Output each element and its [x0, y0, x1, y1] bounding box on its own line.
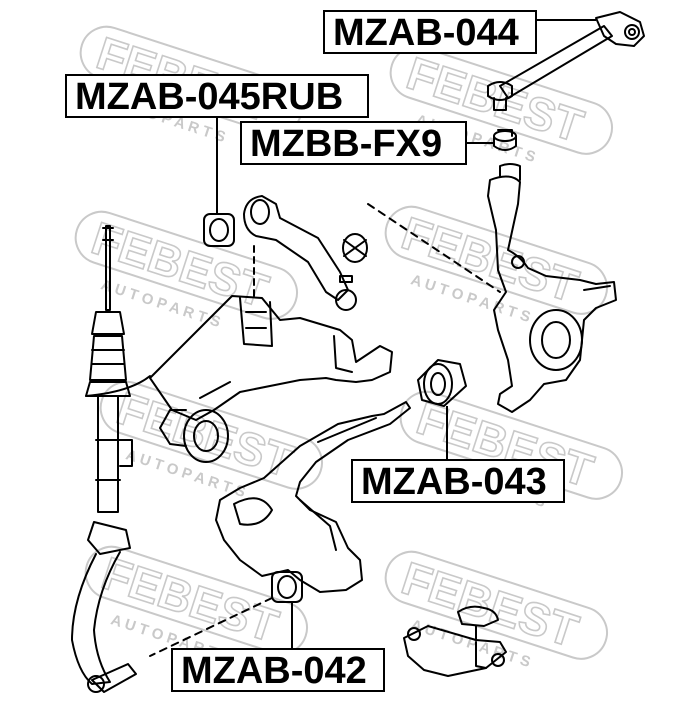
subframe [149, 295, 393, 463]
bushing-045 [203, 213, 235, 247]
bushing-043 [417, 359, 467, 407]
part-label-mzbb-fx9[interactable]: MZBB-FX9 [240, 121, 467, 165]
steering-knuckle [487, 163, 617, 413]
label-leaders [216, 19, 596, 648]
part-label-mzab-045rub[interactable]: MZAB-045RUB [65, 74, 369, 118]
watermark-tile: FEBEST A U T O P A R T S [74, 211, 298, 331]
upper-a-arm [243, 195, 357, 311]
watermark-tile: FEBEST A U T O P A R T S [384, 551, 608, 671]
part-label-mzab-043[interactable]: MZAB-043 [351, 459, 565, 503]
bushing-042-leader-dashed [149, 597, 273, 657]
part-label-mzab-044[interactable]: MZAB-044 [323, 10, 537, 54]
upper-control-arm [487, 11, 645, 111]
line-art [71, 11, 645, 693]
knuckle-leader-dashed [367, 203, 501, 293]
part-label-mzab-042[interactable]: MZAB-042 [171, 648, 385, 692]
front-link [71, 521, 137, 693]
small-bushing [342, 233, 368, 263]
ball-joint-boot [493, 129, 517, 151]
lower-ball-joint [403, 605, 507, 677]
strut-assembly [85, 225, 151, 513]
bushing-042 [271, 571, 303, 603]
